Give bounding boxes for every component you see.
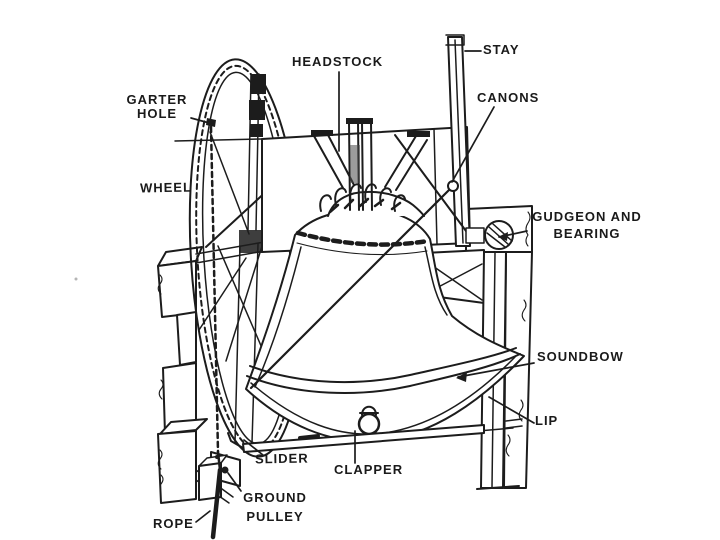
garter-hole-leader-line — [190, 117, 214, 125]
rope-line — [209, 125, 223, 540]
rope-leader-line — [195, 510, 211, 523]
bell-body — [245, 118, 525, 443]
clapper-part — [357, 405, 381, 436]
label-slider: SLIDER — [254, 450, 309, 467]
label-rope: ROPE — [153, 516, 194, 531]
canons-leader-line — [451, 106, 495, 183]
garter-hole-mark — [206, 118, 216, 127]
inscription-band — [295, 230, 431, 247]
wheel-spoke — [198, 257, 247, 331]
gudgeon-bearing-part — [465, 220, 514, 250]
eye-rod — [249, 180, 459, 390]
lip-leader-line — [488, 396, 535, 424]
label-garter-hole: GARTER HOLE — [118, 93, 196, 121]
label-canons: CANONS — [477, 90, 540, 105]
slider-bar — [227, 418, 523, 453]
label-stay: STAY — [483, 42, 520, 57]
soundbow-leader-arrow — [456, 372, 467, 382]
leader-lines — [190, 50, 535, 523]
paper-speck — [74, 277, 78, 281]
soundbow-leader-line — [457, 362, 535, 378]
label-soundbow: SOUNDBOW — [537, 349, 624, 364]
ground-pulley-leader-line — [227, 472, 242, 492]
slider-leader-line — [243, 439, 264, 456]
wheel-hub — [239, 230, 262, 253]
label-clapper: CLAPPER — [334, 462, 404, 477]
canon-straps — [311, 118, 430, 211]
label-ground-pulley: GROUND PULLEY — [243, 490, 307, 524]
wheel-spoke — [209, 131, 250, 235]
label-lip: LIP — [535, 413, 559, 428]
label-garter-hole-line1: GARTER — [126, 92, 188, 107]
label-headstock: HEADSTOCK — [292, 54, 384, 69]
label-wheel: WHEEL — [139, 179, 193, 196]
label-gudgeon-bearing: GUDGEON AND BEARING — [532, 209, 642, 241]
stay-post — [445, 34, 471, 247]
label-garter-hole-line2: HOLE — [136, 106, 178, 121]
gudgeon-leader-arrow — [498, 232, 508, 241]
